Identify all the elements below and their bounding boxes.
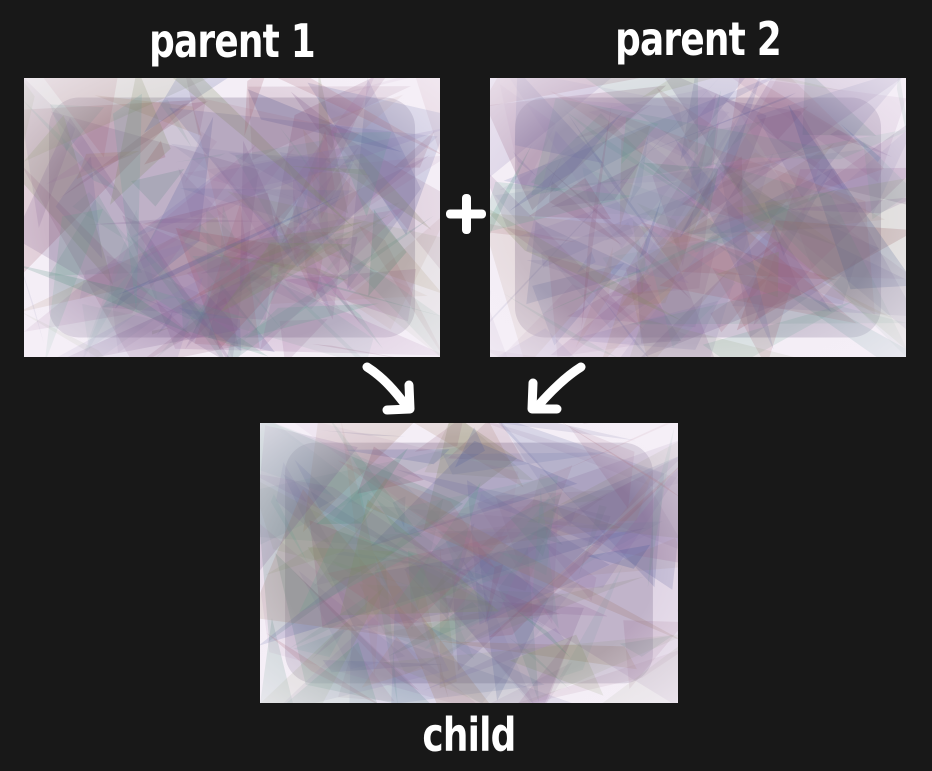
curved-arrow-down-left-icon bbox=[527, 362, 586, 414]
parent-1-label: parent 1 bbox=[149, 14, 316, 68]
child-label: child bbox=[422, 708, 516, 762]
child-image bbox=[260, 423, 678, 703]
parent-2-label: parent 2 bbox=[615, 12, 782, 66]
curved-arrow-down-right-icon bbox=[362, 362, 415, 415]
plus-icon bbox=[446, 194, 486, 234]
parent-1-image bbox=[24, 78, 440, 357]
parent-2-image bbox=[490, 78, 906, 357]
